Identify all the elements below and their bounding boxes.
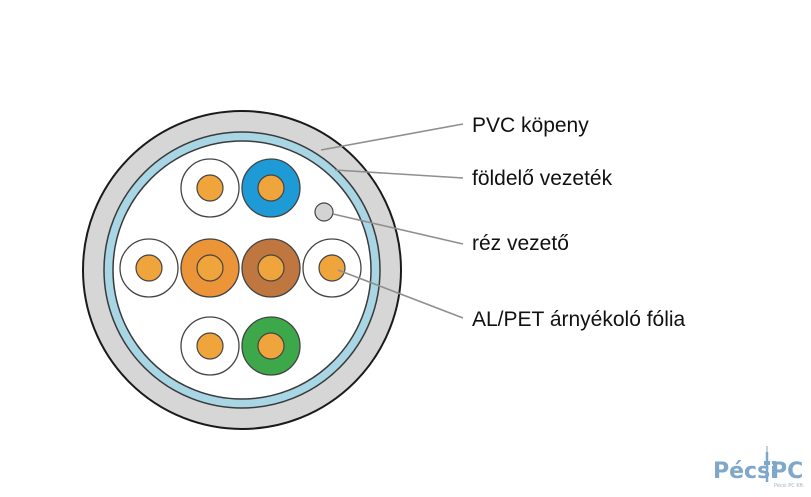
logo-text-right: PC bbox=[771, 459, 803, 484]
conductor-green bbox=[241, 316, 301, 376]
leader-line-pvc-jacket bbox=[320, 123, 464, 151]
leader-line-copper bbox=[332, 213, 464, 245]
conductor-brown bbox=[241, 238, 301, 298]
leader-line-drain-wire bbox=[334, 169, 464, 179]
conductor-blue bbox=[241, 158, 301, 218]
label-copper-conductor: réz vezető bbox=[472, 232, 569, 255]
pecsipc-logo: Pécsi PC Pécsi PC Kft. bbox=[713, 446, 805, 489]
tv-tower-icon bbox=[764, 446, 770, 482]
conductor-white-bottom bbox=[180, 316, 240, 376]
conductor-white-top bbox=[180, 158, 240, 218]
leader-line-shield-foil bbox=[337, 269, 464, 319]
logo-tagline: Pécsi PC Kft. bbox=[774, 482, 805, 489]
conductor-orange bbox=[180, 238, 240, 298]
conductor-white-right bbox=[302, 238, 362, 298]
label-pvc-jacket: PVC köpeny bbox=[472, 114, 589, 137]
label-drain-wire: földelő vezeték bbox=[472, 167, 613, 190]
label-shield-foil: AL/PET árnyékoló fólia bbox=[472, 308, 686, 331]
conductor-white-left bbox=[119, 238, 179, 298]
drain-wire bbox=[314, 202, 334, 222]
